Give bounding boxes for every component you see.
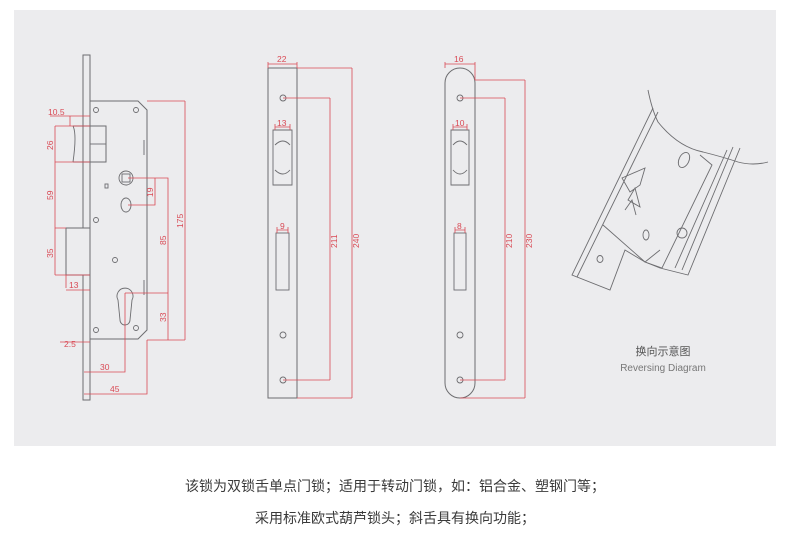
dim-13: 13 (69, 280, 79, 290)
dim-10: 10 (455, 118, 465, 128)
strike-plate-flat (267, 67, 298, 399)
dim-13-slot: 13 (277, 118, 287, 128)
reversing-illustration (571, 89, 769, 291)
dim-230: 230 (524, 234, 534, 248)
dim-211: 211 (329, 234, 339, 248)
dim-2-5: 2.5 (64, 339, 76, 349)
reversing-title-en: Reversing Diagram (620, 363, 706, 374)
dim-35: 35 (45, 248, 55, 258)
dim-10-5: 10.5 (48, 107, 65, 117)
dim-240: 240 (351, 234, 361, 248)
dim-9: 9 (280, 221, 285, 231)
description-line-2: 采用标准欧式葫芦锁头；斜舌具有换向功能； (255, 511, 535, 527)
dim-210: 210 (504, 234, 514, 248)
dim-8: 8 (457, 221, 462, 231)
dim-85: 85 (158, 235, 168, 245)
dim-16: 16 (454, 54, 464, 64)
strike-plate-round-dimensions: 16 10 8 210 230 (444, 54, 534, 399)
front-view-dimensions: 10.5 26 59 35 13 2.5 30 45 85 175 19 33 (45, 100, 186, 395)
dim-30: 30 (100, 362, 110, 372)
strike-plate-flat-dimensions: 22 13 9 211 240 (267, 54, 361, 399)
dim-59: 59 (45, 190, 55, 200)
lock-body-front-view (65, 54, 148, 401)
dim-33: 33 (158, 312, 168, 322)
dim-45: 45 (110, 384, 120, 394)
dim-22: 22 (277, 54, 287, 64)
reversing-title-cn: 换向示意图 (636, 344, 691, 358)
description-line-1: 该锁为双锁舌单点门锁；适用于转动门锁，如：铝合金、塑钢门等； (185, 479, 605, 495)
dim-19: 19 (145, 187, 155, 197)
dim-26: 26 (45, 140, 55, 150)
dim-175: 175 (175, 214, 185, 228)
